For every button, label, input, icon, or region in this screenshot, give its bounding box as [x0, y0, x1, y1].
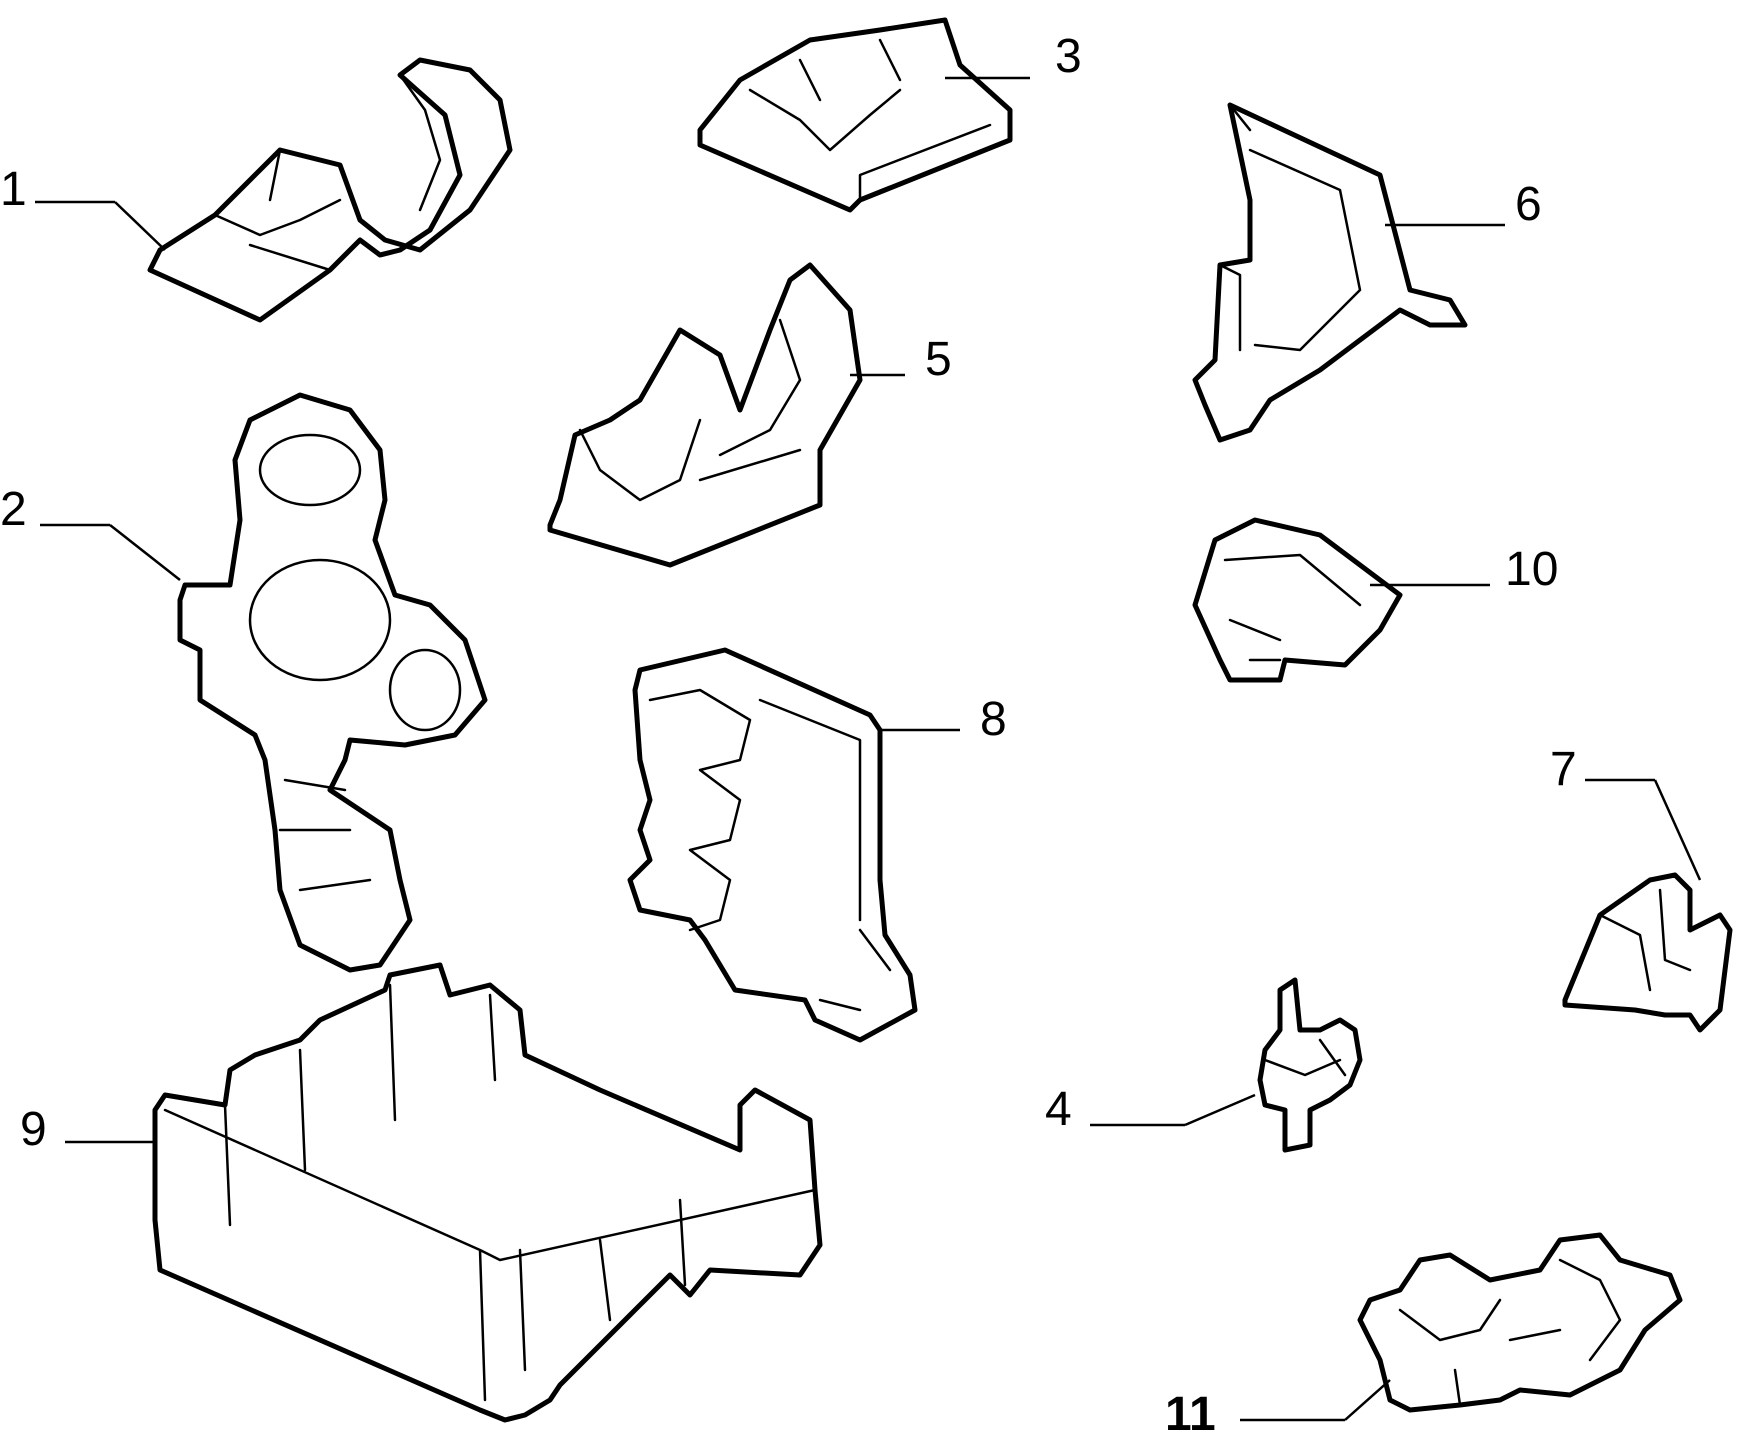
part-3-cable-clip [697, 17, 1013, 213]
part-6-bracket [1192, 102, 1468, 443]
part-2-multi-ring-clip [177, 392, 488, 973]
part-7-small-clip [1562, 872, 1733, 1033]
callout-8: 8 [980, 693, 1007, 746]
callout-10: 10 [1505, 543, 1558, 596]
callout-1: 1 [0, 163, 27, 216]
callout-3: 3 [1055, 30, 1082, 83]
callout-6: 6 [1515, 178, 1542, 231]
part-11-double-wire-clip [1357, 1232, 1683, 1413]
callout-2: 2 [0, 483, 27, 536]
callout-11: 11 [1165, 1388, 1216, 1437]
part-5-cable-clip [547, 262, 863, 568]
part-8-triple-clip-plate [627, 647, 918, 1043]
part-4-pin-clip [1257, 977, 1363, 1153]
part-10-grommet [1192, 517, 1403, 683]
callout-9: 9 [20, 1103, 47, 1156]
callout-5: 5 [925, 333, 952, 386]
part-1-cable-clip [147, 57, 513, 323]
part-9-holder-tray [152, 962, 823, 1423]
callout-7: 7 [1550, 743, 1577, 796]
callout-4: 4 [1045, 1083, 1072, 1136]
